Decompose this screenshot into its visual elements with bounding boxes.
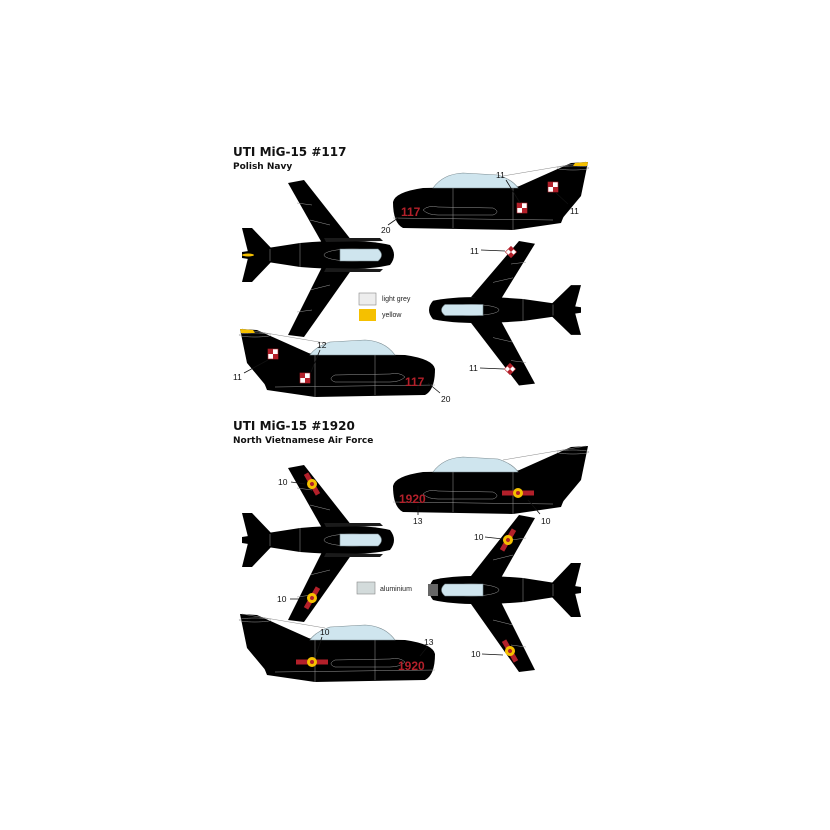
- aircraft-serial: 1920: [398, 659, 425, 673]
- callout-label: 11: [470, 246, 479, 256]
- callout-label: 12: [317, 340, 327, 350]
- aircraft-top-view: [241, 179, 395, 338]
- callout-label: 10: [541, 516, 551, 526]
- aircraft-serial: 1920: [399, 492, 426, 506]
- legend-swatch-light-grey: [358, 292, 377, 306]
- section-title: UTI MiG-15 #1920: [233, 419, 355, 433]
- aircraft-serial: 117: [405, 375, 425, 389]
- color-legend: aluminium: [356, 581, 412, 595]
- section-subtitle: Polish Navy: [233, 162, 292, 172]
- aircraft-top-view: [241, 464, 395, 623]
- section-subtitle: North Vietnamese Air Force: [233, 436, 373, 446]
- aircraft-side-view-left: [392, 161, 590, 231]
- callout-label: 13: [413, 516, 423, 526]
- callout-label: 20: [441, 394, 451, 404]
- section-polish-navy: UTI MiG-15 #117 Polish Navy: [233, 145, 590, 404]
- polish-checkerboard-marking: [267, 181, 559, 384]
- callout-label: 20: [381, 225, 391, 235]
- legend-swatch-aluminium: [356, 581, 376, 595]
- legend-label: light grey: [382, 296, 411, 303]
- callout-label: 11: [496, 170, 505, 180]
- section-title: UTI MiG-15 #117: [233, 145, 346, 159]
- legend-label: yellow: [382, 312, 402, 319]
- callout-label: 10: [471, 649, 481, 659]
- color-legend: light grey yellow: [358, 292, 411, 321]
- callout-label: 10: [474, 532, 484, 542]
- callout-label: 11: [469, 363, 478, 373]
- legend-swatch-yellow: [359, 309, 376, 321]
- aircraft-side-view-right: [238, 328, 436, 398]
- legend-label: aluminium: [380, 586, 412, 593]
- callout-label: 10: [277, 594, 287, 604]
- callout-label: 11: [233, 372, 242, 382]
- exhaust-intake: [428, 584, 438, 596]
- section-north-vietnamese-af: UTI MiG-15 #1920 North Vietnamese Air Fo…: [233, 419, 590, 683]
- vietnamese-star-marking: [296, 472, 534, 667]
- callout-label: 10: [278, 477, 288, 487]
- aircraft-serial: 117: [401, 205, 421, 219]
- callout-label: 10: [320, 627, 330, 637]
- aircraft-bottom-view: [428, 240, 582, 386]
- callout-label: 11: [570, 206, 579, 216]
- callout-label: 13: [424, 637, 434, 647]
